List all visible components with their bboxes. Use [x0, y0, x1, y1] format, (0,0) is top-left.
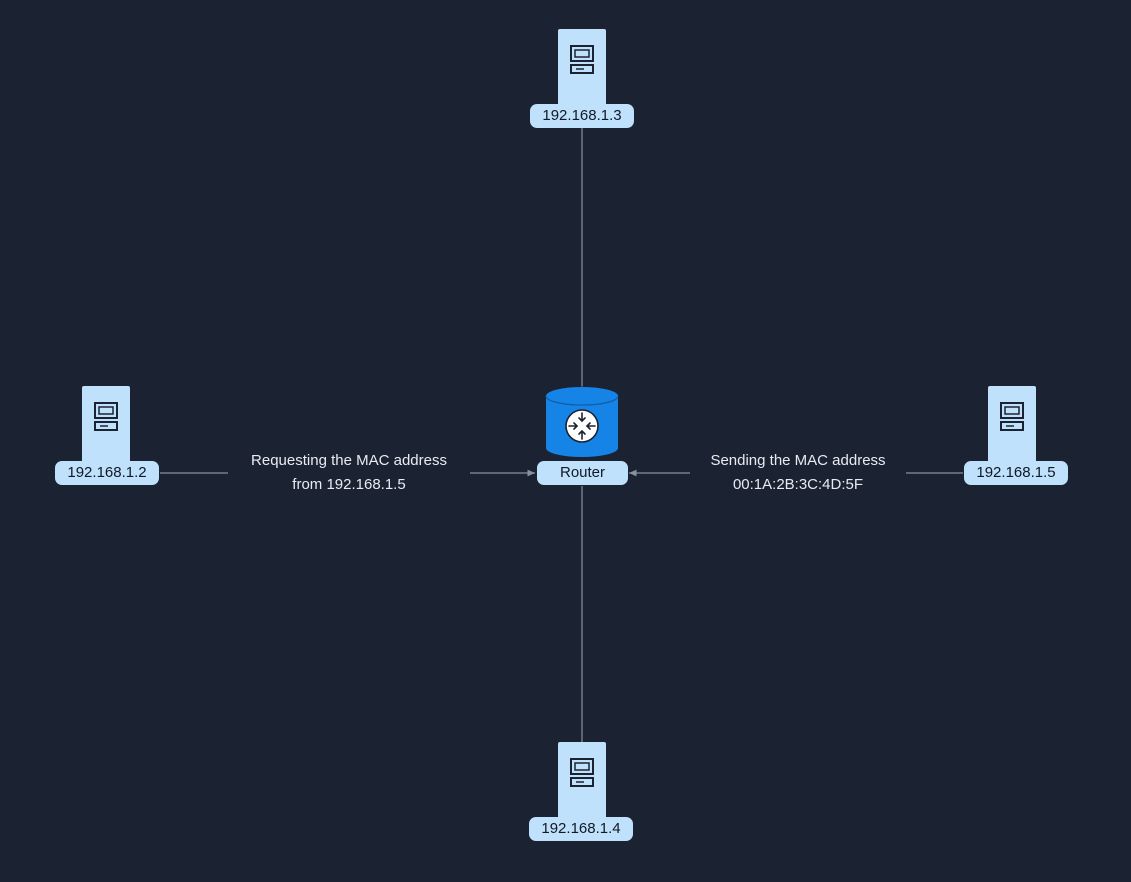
edge-label-send: Sending the MAC address 00:1A:2B:3C:4D:5… — [690, 449, 906, 497]
edge-label-request-line2: from 192.168.1.5 — [292, 476, 406, 493]
node-label-right[interactable]: 192.168.1.5 — [964, 461, 1068, 485]
edge-label-request-line1: Requesting the MAC address — [251, 452, 447, 469]
node-label-left[interactable]: 192.168.1.2 — [55, 461, 159, 485]
router-icon — [545, 386, 619, 458]
node-label-top[interactable]: 192.168.1.3 — [530, 104, 634, 128]
computer-icon — [558, 29, 606, 107]
computer-icon — [988, 386, 1036, 464]
node-label-router[interactable]: Router — [537, 461, 628, 485]
edge-label-send-line2: 00:1A:2B:3C:4D:5F — [732, 476, 864, 493]
computer-icon — [558, 742, 606, 820]
node-label-bottom[interactable]: 192.168.1.4 — [529, 817, 633, 841]
edge-label-request: Requesting the MAC address from 192.168.… — [228, 449, 470, 497]
computer-icon — [82, 386, 130, 464]
edge-label-send-line1: Sending the MAC address — [710, 452, 886, 469]
